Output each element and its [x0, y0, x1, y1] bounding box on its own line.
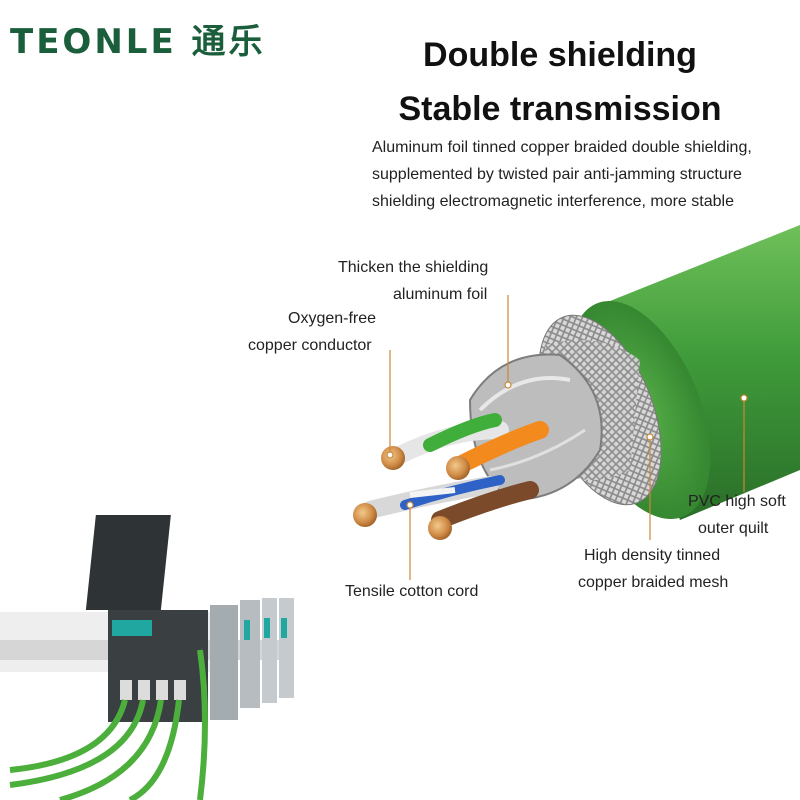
callout-pvc: PVC high soft outer quilt	[688, 488, 786, 542]
callout-foil: Thicken the shielding aluminum foil	[338, 254, 488, 308]
callout-braid-line1: High density tinned	[584, 547, 721, 564]
callout-foil-line1: Thicken the shielding	[338, 259, 489, 276]
callout-conductor: Oxygen-free copper conductor	[248, 305, 376, 359]
callout-cord-line1: Tensile cotton cord	[345, 583, 479, 600]
callout-pvc-line1: PVC high soft	[688, 493, 786, 510]
callout-braid-line2: copper braided mesh	[578, 574, 729, 591]
twisted-pairs	[361, 413, 549, 529]
description-text: Aluminum foil tinned copper braided doub…	[372, 134, 792, 215]
copper-conductors	[353, 446, 470, 540]
plc-module-image	[0, 515, 294, 800]
callout-cord: Tensile cotton cord	[345, 578, 478, 605]
description-line: shielding electromagnetic interference, …	[372, 193, 734, 210]
callout-pvc-line2: outer quilt	[698, 520, 769, 537]
description-line: supplemented by twisted pair anti-jammin…	[372, 166, 742, 183]
headline-title: Double shielding	[423, 36, 697, 74]
description-line: Aluminum foil tinned copper braided doub…	[372, 139, 752, 156]
callout-leaders	[386, 295, 748, 580]
callout-conductor-line1: Oxygen-free	[288, 310, 377, 327]
cotton-cord	[409, 487, 456, 498]
brand-logo: TEONLE 通乐	[10, 22, 266, 62]
callout-conductor-line2: copper conductor	[248, 337, 372, 354]
headline-subtitle: Stable transmission	[398, 90, 722, 128]
callout-foil-line2: aluminum foil	[393, 286, 488, 303]
callout-braid: High density tinned copper braided mesh	[578, 542, 728, 596]
